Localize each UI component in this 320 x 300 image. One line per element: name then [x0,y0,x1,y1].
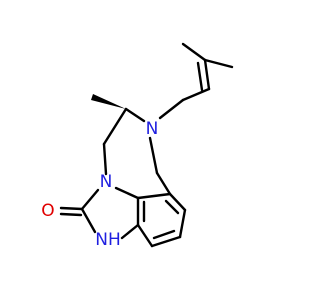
atom-n-imid: N [100,172,113,192]
bond-ch2-n-imid [102,142,108,176]
bond-co-double-a [59,206,84,211]
molecule-canvas: N N NH O [41,42,234,250]
bond-c-nh [80,207,97,234]
bond-ar-2 [136,192,172,200]
structure-diagram: N N NH O [41,42,234,250]
bond-ar-4 [178,208,187,239]
bond-wedge-methyl [91,94,126,109]
bond-ar-3 [168,192,187,212]
bond-co-double-b [59,212,83,217]
bond-c-methyl-2 [203,58,234,69]
bond-ch-c-double-a [203,58,211,91]
bond-nh-c-arom [120,223,140,240]
bond-ch2-aryl [155,171,172,196]
bond-n-chme [124,107,146,123]
bond-n-c-arom [114,186,140,200]
bond-n-ch2-benzyl [148,136,159,175]
bond-ar-5-inner [152,229,176,240]
bond-ar-3-inner [164,199,180,215]
bond-ar-6 [136,223,154,248]
atom-n-ring: N [146,119,159,139]
bond-n-c-carbonyl [80,188,100,211]
bond-ch2-ch [181,87,211,102]
bond-chme-ch2 [102,107,128,146]
atom-nh: NH [95,230,121,250]
bond-ar-5 [150,235,182,248]
bond-n-ch2 [158,98,185,120]
bond-c-methyl-1 [181,42,207,62]
bond-ch-c-double-b [196,61,204,92]
atom-o: O [41,201,54,221]
